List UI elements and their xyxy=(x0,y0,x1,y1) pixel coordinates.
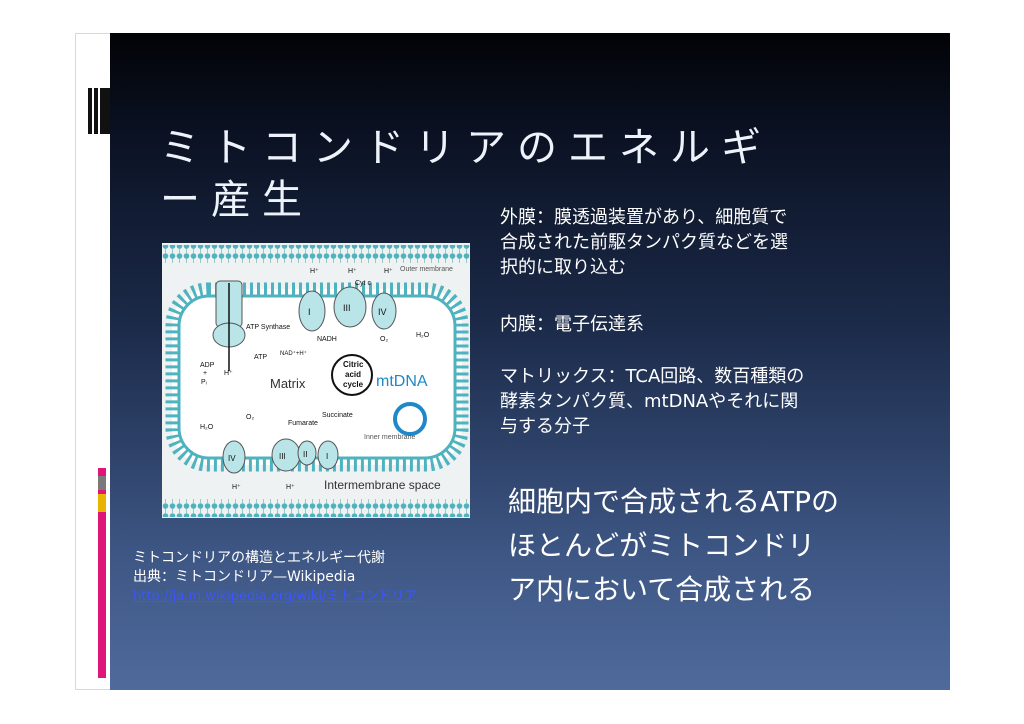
svg-text:Inner membrane: Inner membrane xyxy=(364,434,415,441)
figure-caption: ミトコンドリアの構造とエネルギー代謝 出典：ミトコンドリア—Wikipedia … xyxy=(133,549,417,606)
svg-text:H⁺: H⁺ xyxy=(348,268,357,275)
matrix-line-1: マトリックス：TCA回路、数百種類の xyxy=(500,366,805,387)
conclusion-line-2: ほとんどがミトコンドリ xyxy=(508,529,816,562)
outer-line-1: 外膜：膜透過装置があり、細胞質で xyxy=(500,207,788,228)
conclusion-line-3: ア内において合成される xyxy=(508,573,816,606)
inner-line-1: 内膜：電子伝達系 xyxy=(500,314,644,335)
svg-text:H⁺: H⁺ xyxy=(384,268,393,275)
svg-text:ATP: ATP xyxy=(254,354,267,361)
decor-pink-bar xyxy=(98,468,106,678)
svg-text:III: III xyxy=(343,303,351,313)
svg-text:Cyt c: Cyt c xyxy=(355,280,371,287)
decor-gray-square xyxy=(98,476,106,490)
svg-text:mtDNA: mtDNA xyxy=(376,373,428,390)
caption-line-2: 出典：ミトコンドリア—Wikipedia xyxy=(133,569,356,585)
caption-line-1: ミトコンドリアの構造とエネルギー代謝 xyxy=(133,550,385,566)
svg-text:H₂O: H₂O xyxy=(416,332,430,339)
svg-text:Citric: Citric xyxy=(343,360,364,369)
svg-text:cycle: cycle xyxy=(343,380,364,389)
title-line-1: ミトコンドリアのエネルギ xyxy=(160,125,772,171)
page-frame-left xyxy=(75,33,76,690)
page-frame-bottom xyxy=(75,689,110,690)
svg-text:Matrix: Matrix xyxy=(270,376,306,391)
outer-membrane-description: 外膜：膜透過装置があり、細胞質で 合成された前駆タンパク質などを選 択的に取り込… xyxy=(500,205,870,280)
title-line-2: ー産生 xyxy=(160,177,313,223)
svg-text:IV: IV xyxy=(228,454,236,463)
page-frame-top xyxy=(75,33,110,34)
svg-text:I: I xyxy=(308,307,311,317)
matrix-line-3: 与する分子 xyxy=(500,416,590,437)
svg-text:Fumarate: Fumarate xyxy=(288,420,318,427)
svg-text:ATP Synthase: ATP Synthase xyxy=(246,324,290,331)
svg-text:Succinate: Succinate xyxy=(322,412,353,419)
svg-text:H₂O: H₂O xyxy=(200,424,214,431)
svg-text:I: I xyxy=(326,452,328,461)
svg-text:ADP: ADP xyxy=(200,362,215,369)
svg-text:H⁺: H⁺ xyxy=(310,268,319,275)
svg-text:Outer membrane: Outer membrane xyxy=(400,266,453,273)
conclusion-text: 細胞内で合成されるATPの ほとんどがミトコンドリ ア内において合成される xyxy=(508,480,918,612)
matrix-description: マトリックス：TCA回路、数百種類の 酵素タンパク質、mtDNAやそれに関 与す… xyxy=(500,364,870,439)
svg-text:Intermembrane space: Intermembrane space xyxy=(324,478,441,492)
outer-line-3: 択的に取り込む xyxy=(500,257,626,278)
svg-text:H⁺: H⁺ xyxy=(224,370,233,377)
conclusion-line-1: 細胞内で合成されるATPの xyxy=(508,485,839,518)
svg-text:H⁺: H⁺ xyxy=(232,484,241,491)
svg-text:O₂: O₂ xyxy=(246,414,254,421)
svg-text:NADH: NADH xyxy=(317,336,337,343)
outer-membrane-top xyxy=(162,245,470,263)
svg-text:+: + xyxy=(203,370,207,377)
wikipedia-link[interactable]: http://ja.m.wikipedia.org/wiki/ミトコンドリア xyxy=(133,589,418,604)
mitochondria-diagram: ATP Synthase I III IV Cyt c Outer membra… xyxy=(162,243,470,518)
svg-text:Pᵢ: Pᵢ xyxy=(201,379,207,386)
svg-text:O₂: O₂ xyxy=(380,336,388,343)
svg-text:H⁺: H⁺ xyxy=(286,484,295,491)
svg-text:IV: IV xyxy=(378,307,387,317)
slide-title: ミトコンドリアのエネルギ ー産生 xyxy=(160,122,800,226)
mtdna-ring xyxy=(393,402,427,436)
outer-membrane-bottom xyxy=(162,499,470,517)
inner-membrane-description: 内膜：電子伝達系 xyxy=(500,312,870,337)
matrix-line-2: 酵素タンパク質、mtDNAやそれに関 xyxy=(500,391,799,412)
decor-yellow-square xyxy=(98,494,106,512)
svg-text:II: II xyxy=(303,450,307,459)
svg-text:acid: acid xyxy=(345,370,361,379)
outer-line-2: 合成された前駆タンパク質などを選 xyxy=(500,232,788,253)
svg-text:III: III xyxy=(279,452,286,461)
svg-text:NAD⁺+H⁺: NAD⁺+H⁺ xyxy=(280,350,307,357)
